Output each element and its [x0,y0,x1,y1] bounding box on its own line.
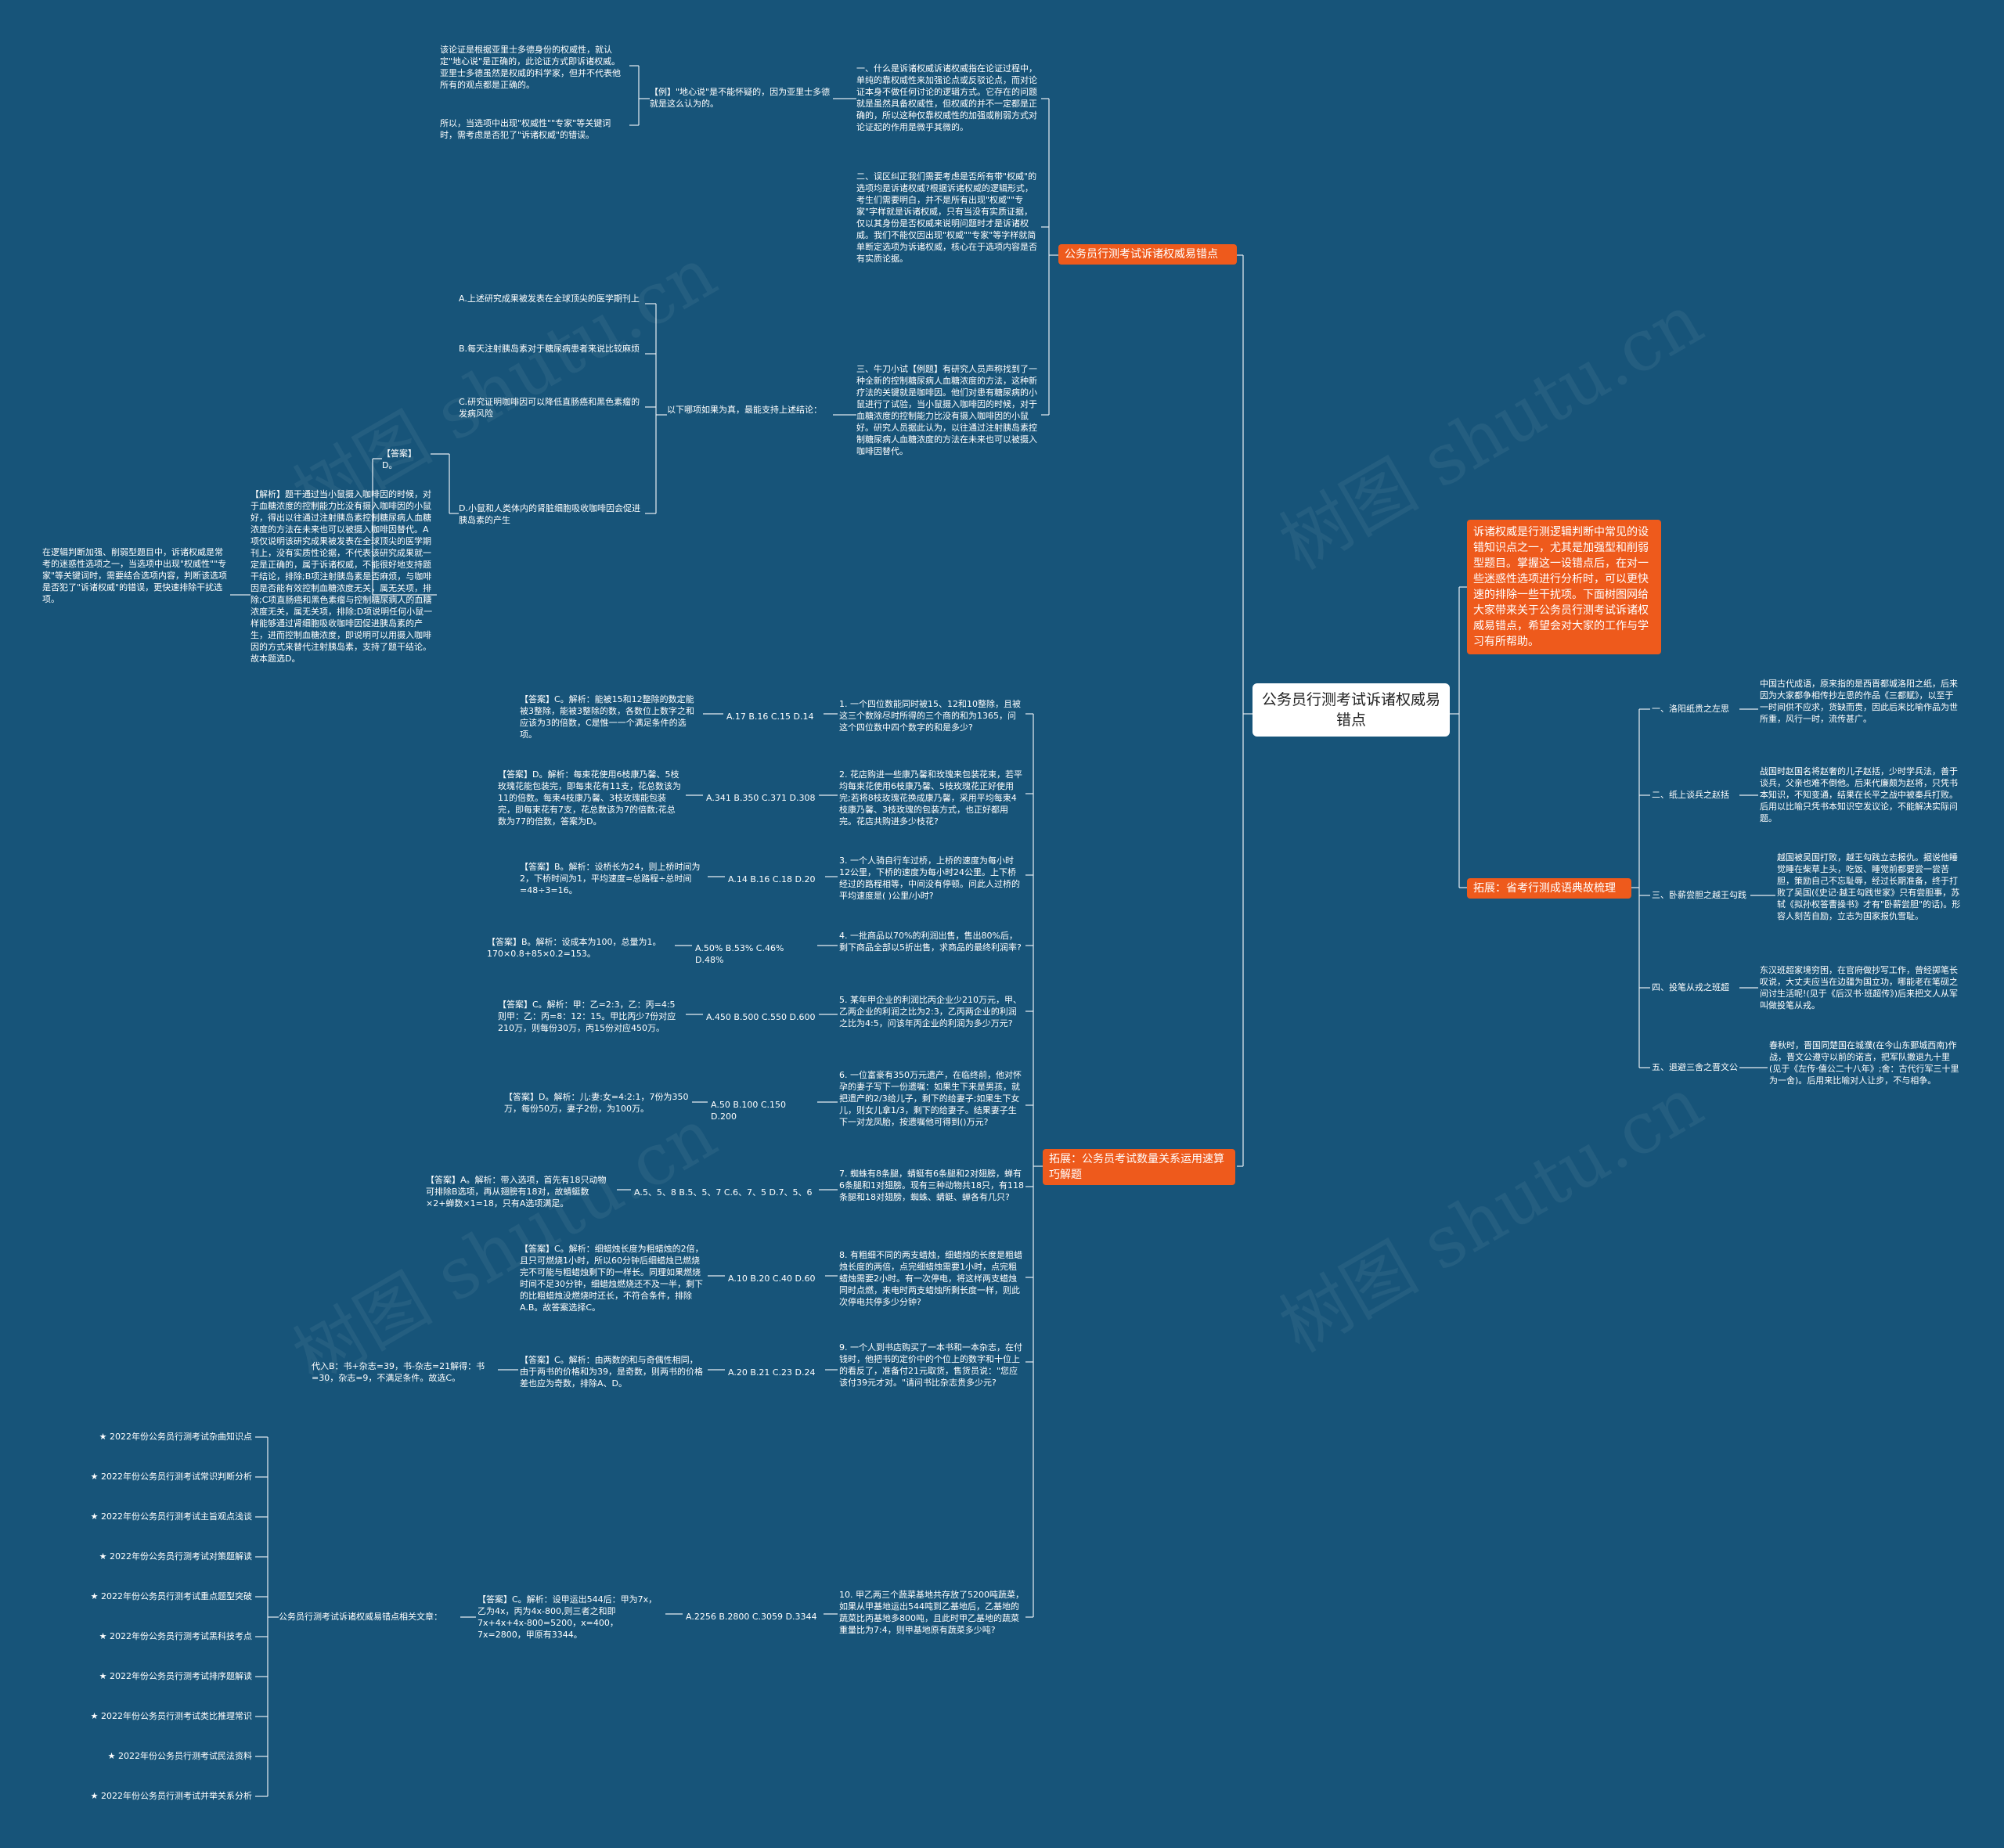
math-options[interactable]: A.450 B.500 C.550 D.600 [706,1012,816,1022]
option-d[interactable]: D.小鼠和人类体内的肾脏细胞吸收咖啡因会促进胰岛素的产生 [459,503,640,525]
error-point-2[interactable]: 二、误区纠正我们需要考虑是否所有带"权威"的选项均是诉诸权威?根据诉诸权威的逻辑… [856,171,1037,264]
idiom-text[interactable]: 越国被吴国打败，越王勾践立志报仇。据说他睡觉睡在柴草上头，吃饭、睡觉前都要尝一尝… [1777,852,1961,921]
math-answer[interactable]: 【答案】B。解析：设桥长为24，则上桥时间为2，下桥时间为1，平均速度=总路程÷… [520,862,701,895]
root-topic[interactable]: 公务员行测考试诉诸权威易错点 [1252,683,1450,737]
related-link[interactable]: ★ 2022年份公务员行测考试对策题解读 [99,1551,252,1562]
math-question[interactable]: 3. 一个人骑自行车过桥，上桥的速度为每小时12公里，下桥的速度为每小时24公里… [839,856,1020,901]
math-answer[interactable]: 【答案】D。解析：儿:妻:女=4:2:1，7份为350万，每份50万，妻子2份，… [504,1092,689,1114]
error-point-1[interactable]: 一、什么是诉诸权威诉诸权威指在论证过程中，单纯的靠权威性来加强论点或反驳论点，而… [856,63,1037,132]
error-point-1-example[interactable]: 【例】"地心说"是不能怀疑的，因为亚里士多德就是这么认为的。 [650,87,831,109]
hub-math[interactable]: 拓展：公务员考试数量关系运用速算巧解题 [1043,1149,1235,1185]
idiom-title[interactable]: 二、纸上谈兵之赵括 [1652,790,1729,800]
math-options[interactable]: A.5、5、8 B.5、5、7 C.6、7、5 D.7、5、6 [634,1187,813,1198]
hub-idioms[interactable]: 拓展：省考行测成语典故梳理 [1467,878,1631,899]
math-options[interactable]: A.341 B.350 C.371 D.308 [706,793,816,803]
idiom-title[interactable]: 三、卧薪尝胆之越王勾践 [1652,890,1746,900]
idiom-title[interactable]: 五、退避三舍之晋文公 [1652,1062,1738,1072]
related-link[interactable]: ★ 2022年份公务员行测考试黑科技考点 [99,1631,252,1641]
idiom-title[interactable]: 一、洛阳纸贵之左思 [1652,704,1729,714]
math-options[interactable]: A.17 B.16 C.15 D.14 [726,711,814,722]
option-c[interactable]: C.研究证明咖啡因可以降低直肠癌和黑色素瘤的发病风险 [459,397,640,419]
related-link[interactable]: ★ 2022年份公务员行测考试类比推理常识 [90,1711,252,1721]
math-question[interactable]: 9. 一个人到书店购买了一本书和一本杂志，在付钱时，他把书的定价中的个位上的数字… [839,1342,1022,1388]
related-link[interactable]: ★ 2022年份公务员行测考试常识判断分析 [90,1472,252,1482]
math-answer[interactable]: 【答案】C。解析：由两数的和与奇偶性相同，由于两书的价格和为39，是奇数，则两书… [520,1355,703,1389]
math-answer[interactable]: 【答案】C。解析：能被15和12整除的数定能被3整除，能被3整除的数，各数位上数… [520,694,694,740]
error-point-1-note[interactable]: 该论证是根据亚里士多德身份的权威性，就认定"地心说"是正确的，此论证方式即诉诸权… [440,45,621,90]
related-link[interactable]: ★ 2022年份公务员行测考试排序题解读 [99,1671,252,1681]
related-link[interactable]: ★ 2022年份公务员行测考试并举关系分析 [90,1791,252,1801]
math-options[interactable]: A.10 B.20 C.40 D.60 [728,1273,816,1284]
math-options[interactable]: A.20 B.21 C.23 D.24 [728,1367,816,1378]
math-answer[interactable]: 【答案】C。解析：设甲运出544后：甲为7x，乙为4x，丙为4x-800,则三者… [478,1594,658,1640]
idiom-text[interactable]: 东汉班超家境穷困，在官府做抄写工作，曾经掷笔长叹说，大丈夫应当在边疆为国立功，哪… [1760,965,1958,1010]
math-question[interactable]: 5. 某年甲企业的利润比丙企业少210万元，甲、乙两企业的利润之比为2:3，乙丙… [839,995,1022,1028]
math-question[interactable]: 6. 一位富豪有350万元遗产，在临终前，他对怀孕的妻子写下一份遗嘱：如果生下来… [839,1070,1022,1127]
related-label[interactable]: 公务员行测考试诉诸权威易错点相关文章： [279,1612,442,1622]
option-b[interactable]: B.每天注射胰岛素对于糖尿病患者来说比较麻烦 [459,344,640,354]
idiom-text[interactable]: 战国时赵国名将赵奢的儿子赵括，少时学兵法，善于谈兵，父亲也难不倒他。后来代廉颇为… [1760,766,1958,823]
math-question[interactable]: 7. 蜘蛛有8条腿，蜻蜓有6条腿和2对翅膀，蝉有6条腿和1对翅膀。现有三种动物共… [839,1169,1024,1202]
math-question[interactable]: 8. 有粗细不同的两支蜡烛，细蜡烛的长度是粗蜡烛长度的两倍，点完细蜡烛需要1小时… [839,1250,1022,1307]
math-question[interactable]: 1. 一个四位数能同时被15、12和10整除，且被这三个数除尽时所得的三个商的和… [839,699,1021,733]
intro-summary[interactable]: 诉诸权威是行测逻辑判断中常见的设错知识点之一，尤其是加强型和削弱型题目。掌握这一… [1467,520,1661,654]
related-link[interactable]: ★ 2022年份公务员行测考试民法资料 [107,1751,252,1761]
math-options[interactable]: A.2256 B.2800 C.3059 D.3344 [686,1612,817,1622]
math-answer-extra[interactable]: 代入B：书+杂志=39，书-杂志=21解得：书=30，杂志=9，不满足条件。故选… [312,1361,485,1383]
idiom-text[interactable]: 中国古代成语，原来指的是西晋都城洛阳之纸，后来因为大家都争相传抄左思的作品《三都… [1760,679,1958,724]
idiom-title[interactable]: 四、投笔从戎之班超 [1652,982,1729,992]
math-answer[interactable]: 【答案】C。解析：细蜡烛长度为粗蜡烛的2倍，且只可燃烧1小时，所以60分钟后细蜡… [520,1244,704,1313]
math-options[interactable]: A.50 B.100 C.150 D.200 [711,1100,789,1122]
math-answer[interactable]: 【答案】D。解析：每束花使用6枝康乃馨、5枝玫瑰花能包装完，即每束花有11支，花… [498,769,681,827]
math-options[interactable]: A.14 B.16 C.18 D.20 [728,874,816,884]
related-link[interactable]: ★ 2022年份公务员行测考试重点题型突破 [90,1591,252,1601]
math-question[interactable]: 10. 甲乙两三个蔬菜基地共存放了5200吨蔬菜，如果从甲基地运出544吨到乙基… [839,1590,1024,1635]
math-question[interactable]: 2. 花店购进一些康乃馨和玫瑰来包装花束，若平均每束花使用6枝康乃馨、5枝玫瑰花… [839,769,1022,827]
option-a[interactable]: A.上述研究成果被发表在全球顶尖的医学期刊上 [459,294,640,304]
math-answer[interactable]: 【答案】C。解析：甲：乙=2:3，乙：丙=4:5则甲：乙：丙=8：12：15。甲… [498,1000,676,1033]
error-point-3[interactable]: 三、牛刀小试【例题】有研究人员声称找到了一种全新的控制糖尿病人血糖浓度的方法，这… [856,364,1037,456]
math-answer[interactable]: 【答案】A。解析：带入选项，首先有18只动物可排除B选项，再从翅膀有18对，故蜻… [426,1175,607,1209]
answer-analysis[interactable]: 【解析】题干通过当小鼠摄入咖啡因的时候，对于血糖浓度的控制能力比没有摄入咖啡因的… [250,489,433,664]
answer-label[interactable]: 【答案】D。 [382,448,416,470]
summary-note[interactable]: 在逻辑判断加强、削弱型题目中，诉诸权威是常考的迷惑性选项之一，当选项中出现"权威… [42,547,228,604]
math-options[interactable]: A.50% B.53% C.46% D.48% [695,943,787,965]
related-link[interactable]: ★ 2022年份公务员行测考试杂曲知识点 [99,1432,252,1442]
math-answer[interactable]: 【答案】B。解析：设成本为100，总量为1。170×0.8+85×0.2=153… [487,937,661,959]
hub-errors[interactable]: 公务员行测考试诉诸权威易错点 [1058,244,1237,265]
related-link[interactable]: ★ 2022年份公务员行测考试主旨观点浅谈 [90,1511,252,1522]
error-point-1-note[interactable]: 所以，当选项中出现"权威性""专家"等关键词时，需考虑是否犯了"诉诸权威"的错误… [440,118,611,140]
idiom-text[interactable]: 春秋时，晋国同楚国在城濮(在今山东鄄城西南)作战，晋文公遵守以前的诺言，把军队撤… [1769,1040,1959,1086]
watermark: 树图 shutu.cn [1267,1061,1717,1369]
question-prompt[interactable]: 以下哪项如果为真，最能支持上述结论： [667,405,822,415]
math-question[interactable]: 4. 一批商品以70%的利润出售，售出80%后，剩下商品全部以5折出售，求商品的… [839,931,1022,953]
